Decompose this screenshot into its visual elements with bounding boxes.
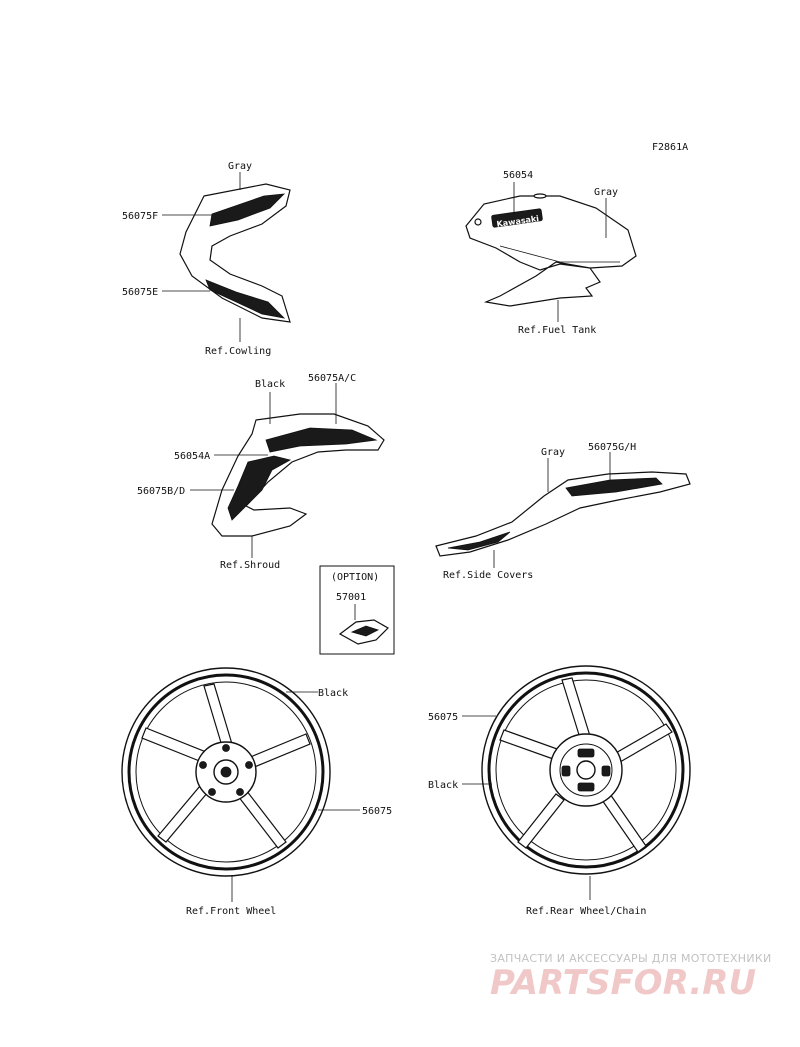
watermark: ЗАПЧАСТИ И АКСЕССУАРЫ ДЛЯ МОТОТЕХНИКИ PA…	[490, 952, 772, 1003]
cowling-56075f-label: 56075F	[122, 211, 158, 222]
fuel-tank-group: Kawasaki 56054 Gray Ref.Fuel Tank	[465, 170, 637, 336]
shroud-56075bd-label: 56075B/D	[137, 486, 185, 497]
shroud-group: Black 56075A/C 56054A 56075B/D Ref.Shrou…	[137, 373, 385, 571]
fuel-tank-cap	[533, 193, 547, 199]
side-56075gh-label: 56075G/H	[588, 442, 636, 453]
front-rim-inner	[135, 681, 317, 863]
option-box: (OPTION) 57001	[319, 565, 395, 655]
rear-rim-inner	[495, 679, 677, 861]
cowling-upper-decal	[209, 193, 286, 227]
shroud-56075ac-label: 56075A/C	[308, 373, 356, 384]
cowling-gray-label: Gray	[228, 161, 252, 172]
shroud-side-decal	[227, 455, 292, 521]
side-covers-group: Gray 56075G/H Ref.Side Covers	[435, 442, 691, 581]
rear-56075-label: 56075	[428, 712, 458, 723]
front-axle-center	[220, 766, 232, 778]
cowling-56075e-label: 56075E	[122, 287, 158, 298]
front-black-label: Black	[318, 688, 348, 699]
front-ref-label: Ref.Front Wheel	[186, 906, 276, 917]
tank-gray-label: Gray	[594, 187, 618, 198]
side-cover-lower-stripe	[447, 531, 511, 551]
rear-hub-ring	[559, 743, 613, 797]
fuel-tank-part	[465, 195, 637, 307]
cowling-ref-label: Ref.Cowling	[205, 346, 271, 357]
rear-wheel-group: 56075 Black Ref.Rear Wheel/Chain	[428, 665, 691, 917]
figure-id: F2861A	[652, 142, 688, 153]
rear-hub-axle	[576, 760, 596, 780]
option-title: (OPTION)	[331, 572, 379, 583]
shroud-upper-decal	[265, 427, 378, 453]
option-tool-detail	[350, 625, 380, 637]
tank-ref-label: Ref.Fuel Tank	[518, 325, 596, 336]
fuel-tank-bolt	[474, 218, 482, 226]
rear-black-label: Black	[428, 780, 458, 791]
front-rim-stripe	[127, 673, 325, 871]
watermark-tagline: ЗАПЧАСТИ И АКСЕССУАРЫ ДЛЯ МОТОТЕХНИКИ	[490, 952, 772, 965]
front-56075-label: 56075	[362, 806, 392, 817]
side-gray-label: Gray	[541, 447, 565, 458]
shroud-56054a-label: 56054A	[174, 451, 210, 462]
cowling-lower-decal	[205, 279, 286, 319]
fuel-tank-contour	[499, 245, 620, 263]
rear-ref-label: Ref.Rear Wheel/Chain	[526, 906, 646, 917]
front-wheel-group: Black 56075 Ref.Front Wheel	[121, 667, 392, 917]
side-ref-label: Ref.Side Covers	[443, 570, 533, 581]
front-spokes	[141, 683, 311, 849]
cowling-group: Gray 56075F 56075E Ref.Cowling	[122, 161, 291, 357]
rear-rim-stripe	[487, 671, 685, 869]
shroud-black-label: Black	[255, 379, 285, 390]
shroud-ref-label: Ref.Shroud	[220, 560, 280, 571]
side-cover-part	[435, 471, 691, 557]
kawasaki-logo-decal	[491, 208, 543, 228]
cowling-part	[179, 183, 291, 323]
watermark-brand: PARTSFOR.RU	[490, 963, 756, 1003]
tank-56054-label: 56054	[503, 170, 533, 181]
option-part-number: 57001	[336, 592, 366, 603]
